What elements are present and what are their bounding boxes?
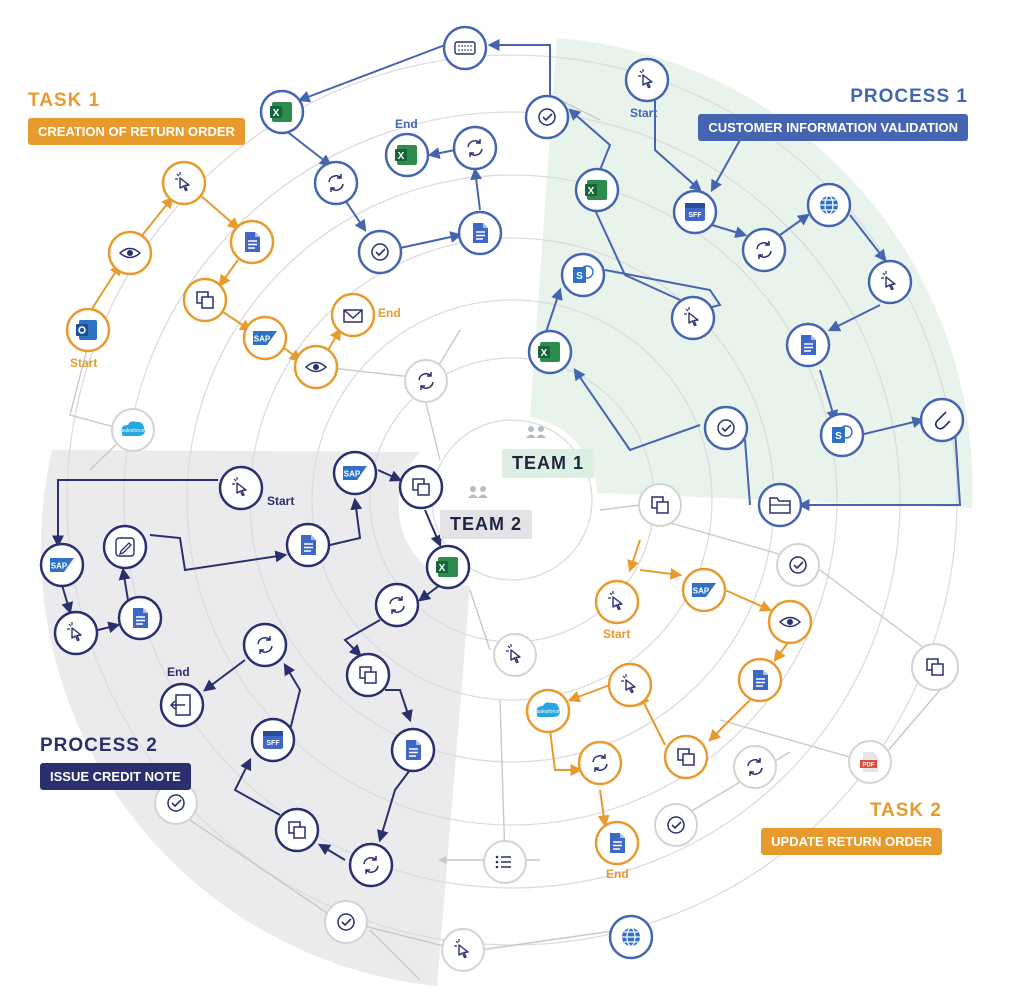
process-2-nodes	[39, 450, 471, 888]
cursor-icon	[624, 57, 670, 103]
task-1-pill: CREATION OF RETURN ORDER	[28, 118, 245, 145]
process-1-nodes	[259, 25, 965, 528]
sap-icon	[681, 567, 727, 613]
task-2-kicker: TASK 2	[869, 800, 942, 821]
eye-icon	[293, 344, 339, 390]
task1-start-label: Start	[70, 356, 97, 370]
eye-icon	[107, 230, 153, 276]
globe-icon	[806, 182, 852, 228]
sap-icon	[242, 315, 288, 361]
process-1-kicker: PROCESS 1	[850, 86, 968, 107]
check-icon	[357, 229, 403, 275]
process2-end-label: End	[167, 665, 190, 679]
attachment-icon	[919, 397, 965, 443]
task-1-label: TASK 1 CREATION OF RETURN ORDER	[28, 90, 245, 145]
cursor-icon	[607, 662, 653, 708]
cursor-icon	[53, 610, 99, 656]
sff-icon	[672, 189, 718, 235]
process-1-zone	[530, 38, 973, 508]
sap-icon	[332, 450, 378, 496]
team-2-badge: TEAM 2	[440, 510, 533, 539]
check-icon	[703, 405, 749, 451]
process-2-pill: ISSUE CREDIT NOTE	[40, 763, 191, 790]
task-1-kicker: TASK 1	[28, 90, 101, 111]
team-icon	[468, 486, 488, 498]
document-icon	[785, 322, 831, 368]
document-icon	[390, 727, 436, 773]
mail-icon	[330, 292, 376, 338]
process-1-label: PROCESS 1 CUSTOMER INFORMATION VALIDATIO…	[676, 86, 968, 141]
document-icon	[457, 210, 503, 256]
copy-icon	[182, 277, 228, 323]
eye-icon	[767, 599, 813, 645]
excel-icon	[384, 132, 430, 178]
refresh-icon	[242, 622, 288, 668]
process1-end-label: End	[395, 117, 418, 131]
document-icon	[117, 595, 163, 641]
cursor-icon	[594, 579, 640, 625]
task2-end-label: End	[606, 867, 629, 881]
task-2-nodes	[525, 567, 813, 960]
task-2-flow	[549, 539, 791, 828]
exit-icon	[159, 682, 205, 728]
cursor-icon	[670, 295, 716, 341]
process-1-pill: CUSTOMER INFORMATION VALIDATION	[698, 114, 968, 141]
process-2-flow	[52, 469, 442, 861]
refresh-icon	[348, 842, 394, 888]
document-icon	[737, 657, 783, 703]
process-1-flow	[284, 39, 962, 511]
sff-icon	[250, 717, 296, 763]
sharepoint-icon	[819, 412, 865, 458]
cursor-icon	[161, 160, 207, 206]
outlook-icon	[65, 307, 111, 353]
document-icon	[285, 522, 331, 568]
refresh-icon	[452, 125, 498, 171]
process-2-kicker: PROCESS 2	[40, 735, 158, 756]
copy-icon	[398, 464, 444, 510]
document-icon	[594, 820, 640, 866]
excel-icon	[425, 544, 471, 590]
task2-start-label: Start	[603, 627, 630, 641]
team-icon	[526, 426, 546, 438]
sap-icon	[39, 542, 85, 588]
refresh-icon	[741, 227, 787, 273]
task1-end-label: End	[378, 306, 401, 320]
copy-icon	[345, 652, 391, 698]
edit-icon	[102, 524, 148, 570]
inactive-nodes	[111, 359, 959, 972]
check-icon	[524, 94, 570, 140]
task-2-pill: UPDATE RETURN ORDER	[761, 828, 942, 855]
process1-start-label: Start	[630, 106, 657, 120]
refresh-icon	[577, 740, 623, 786]
excel-icon	[259, 89, 305, 135]
sharepoint-icon	[560, 252, 606, 298]
folder-icon	[757, 482, 803, 528]
process2-start-label: Start	[267, 494, 294, 508]
task-1-flow	[87, 194, 342, 362]
refresh-icon	[313, 160, 359, 206]
document-icon	[229, 219, 275, 265]
refresh-icon	[374, 582, 420, 628]
excel-icon	[527, 329, 573, 375]
cursor-icon	[218, 465, 264, 511]
excel-icon	[574, 167, 620, 213]
salesforce-icon	[525, 688, 571, 734]
team-1-badge: TEAM 1	[502, 449, 595, 478]
process-2-label: PROCESS 2 ISSUE CREDIT NOTE	[40, 735, 191, 790]
task-1-nodes	[65, 160, 376, 390]
grey-connectors	[69, 99, 941, 981]
task-2-label: TASK 2 UPDATE RETURN ORDER	[752, 800, 942, 855]
process-2-zone	[40, 450, 471, 986]
cursor-icon	[867, 259, 913, 305]
keyboard-icon	[442, 25, 488, 71]
copy-icon	[274, 807, 320, 853]
globe-icon	[608, 914, 654, 960]
copy-icon	[663, 734, 709, 780]
